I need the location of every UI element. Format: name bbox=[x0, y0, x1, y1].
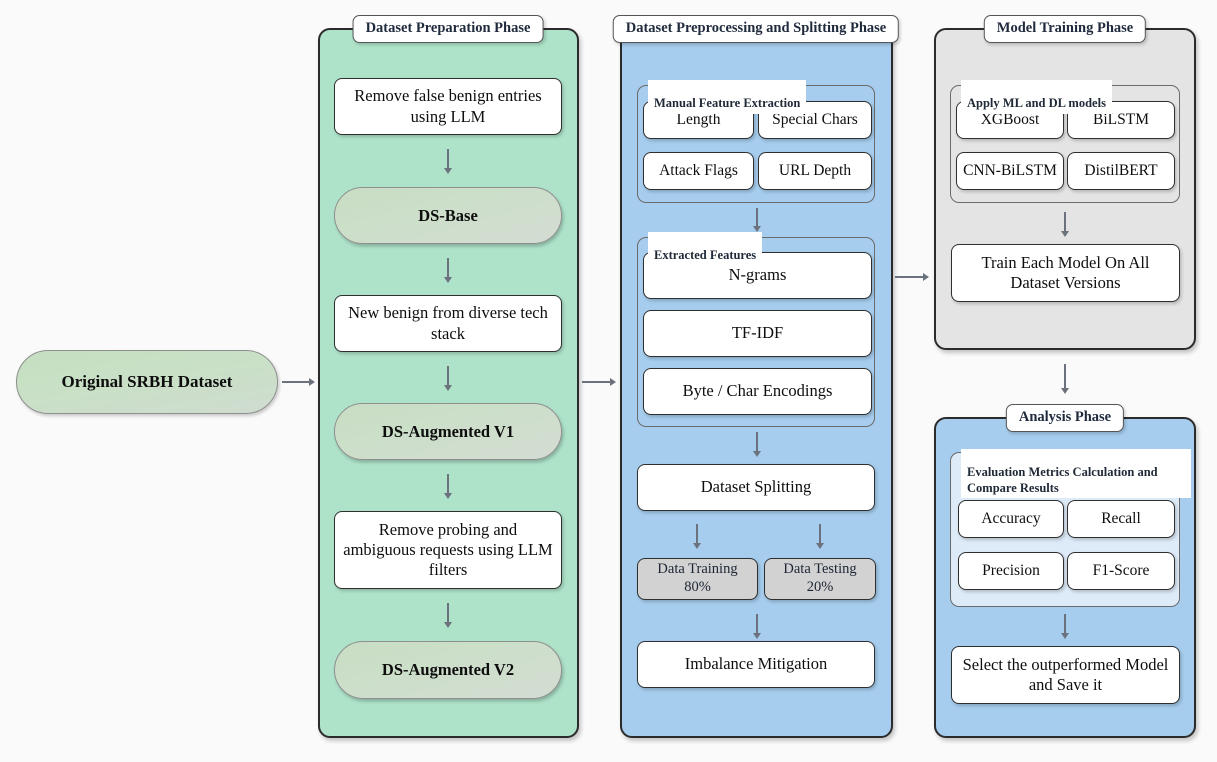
node-ds-augmented-v1[interactable]: DS-Augmented V1 bbox=[334, 403, 562, 460]
node-feature-byte-char-encodings[interactable]: Byte / Char Encodings bbox=[643, 368, 872, 415]
group-label-evaluation-metrics: Evaluation Metrics Calculation and Compa… bbox=[961, 449, 1191, 498]
arrow-prep-3 bbox=[442, 366, 454, 391]
node-metric-f1-score[interactable]: F1-Score bbox=[1067, 552, 1175, 590]
arrow-preparation-to-preprocessing bbox=[582, 376, 616, 388]
node-imbalance-mitigation[interactable]: Imbalance Mitigation bbox=[637, 641, 875, 688]
node-feature-url-depth[interactable]: URL Depth bbox=[758, 152, 872, 190]
node-original-dataset[interactable]: Original SRBH Dataset bbox=[16, 350, 278, 414]
group-label-apply-ml-dl-models: Apply ML and DL models bbox=[961, 80, 1112, 114]
arrow-training-1 bbox=[1059, 212, 1071, 237]
arrow-training-to-analysis bbox=[1059, 364, 1071, 394]
node-metric-recall[interactable]: Recall bbox=[1067, 500, 1175, 538]
arrow-split-to-testing-data bbox=[814, 524, 826, 549]
arrow-split-to-training-data bbox=[691, 524, 703, 549]
node-remove-false-benign[interactable]: Remove false benign entries using LLM bbox=[334, 78, 562, 135]
node-model-cnn-bilstm[interactable]: CNN-BiLSTM bbox=[956, 152, 1064, 190]
phase-title-model-training: Model Training Phase bbox=[983, 15, 1147, 43]
node-remove-probing[interactable]: Remove probing and ambiguous requests us… bbox=[334, 511, 562, 589]
node-ds-base[interactable]: DS-Base bbox=[334, 187, 562, 244]
node-dataset-splitting[interactable]: Dataset Splitting bbox=[637, 464, 875, 511]
group-label-extracted-features: Extracted Features bbox=[648, 232, 763, 266]
node-original-dataset-label: Original SRBH Dataset bbox=[61, 372, 233, 391]
arrow-prep-2 bbox=[442, 258, 454, 283]
arrow-analysis-1 bbox=[1059, 614, 1071, 639]
arrow-source-to-preparation bbox=[282, 376, 315, 388]
node-select-outperformed-model[interactable]: Select the outperformed Model and Save i… bbox=[951, 646, 1180, 704]
node-ds-augmented-v2[interactable]: DS-Augmented V2 bbox=[334, 641, 562, 699]
node-metric-accuracy[interactable]: Accuracy bbox=[958, 500, 1064, 538]
arrow-prep-4 bbox=[442, 474, 454, 499]
node-model-distilbert[interactable]: DistilBERT bbox=[1067, 152, 1175, 190]
node-feature-attack-flags[interactable]: Attack Flags bbox=[643, 152, 754, 190]
phase-title-dataset-preprocessing: Dataset Preprocessing and Splitting Phas… bbox=[612, 15, 900, 43]
node-data-testing-20[interactable]: Data Testing 20% bbox=[764, 558, 876, 600]
node-feature-tfidf[interactable]: TF-IDF bbox=[643, 310, 872, 357]
arrow-prep-1 bbox=[442, 149, 454, 174]
arrow-preproc-3 bbox=[751, 614, 763, 639]
group-label-manual-feature-extraction: Manual Feature Extraction bbox=[648, 80, 807, 114]
arrow-preprocessing-to-training bbox=[895, 271, 929, 283]
phase-title-analysis: Analysis Phase bbox=[1005, 404, 1125, 432]
phase-title-dataset-preparation: Dataset Preparation Phase bbox=[352, 15, 544, 43]
arrow-prep-5 bbox=[442, 603, 454, 628]
arrow-preproc-2 bbox=[751, 432, 763, 457]
node-metric-precision[interactable]: Precision bbox=[958, 552, 1064, 590]
node-train-each-model[interactable]: Train Each Model On All Dataset Versions bbox=[951, 244, 1180, 302]
node-data-training-80[interactable]: Data Training 80% bbox=[637, 558, 758, 600]
node-new-benign[interactable]: New benign from diverse tech stack bbox=[334, 295, 562, 352]
arrow-preproc-1 bbox=[751, 208, 763, 232]
